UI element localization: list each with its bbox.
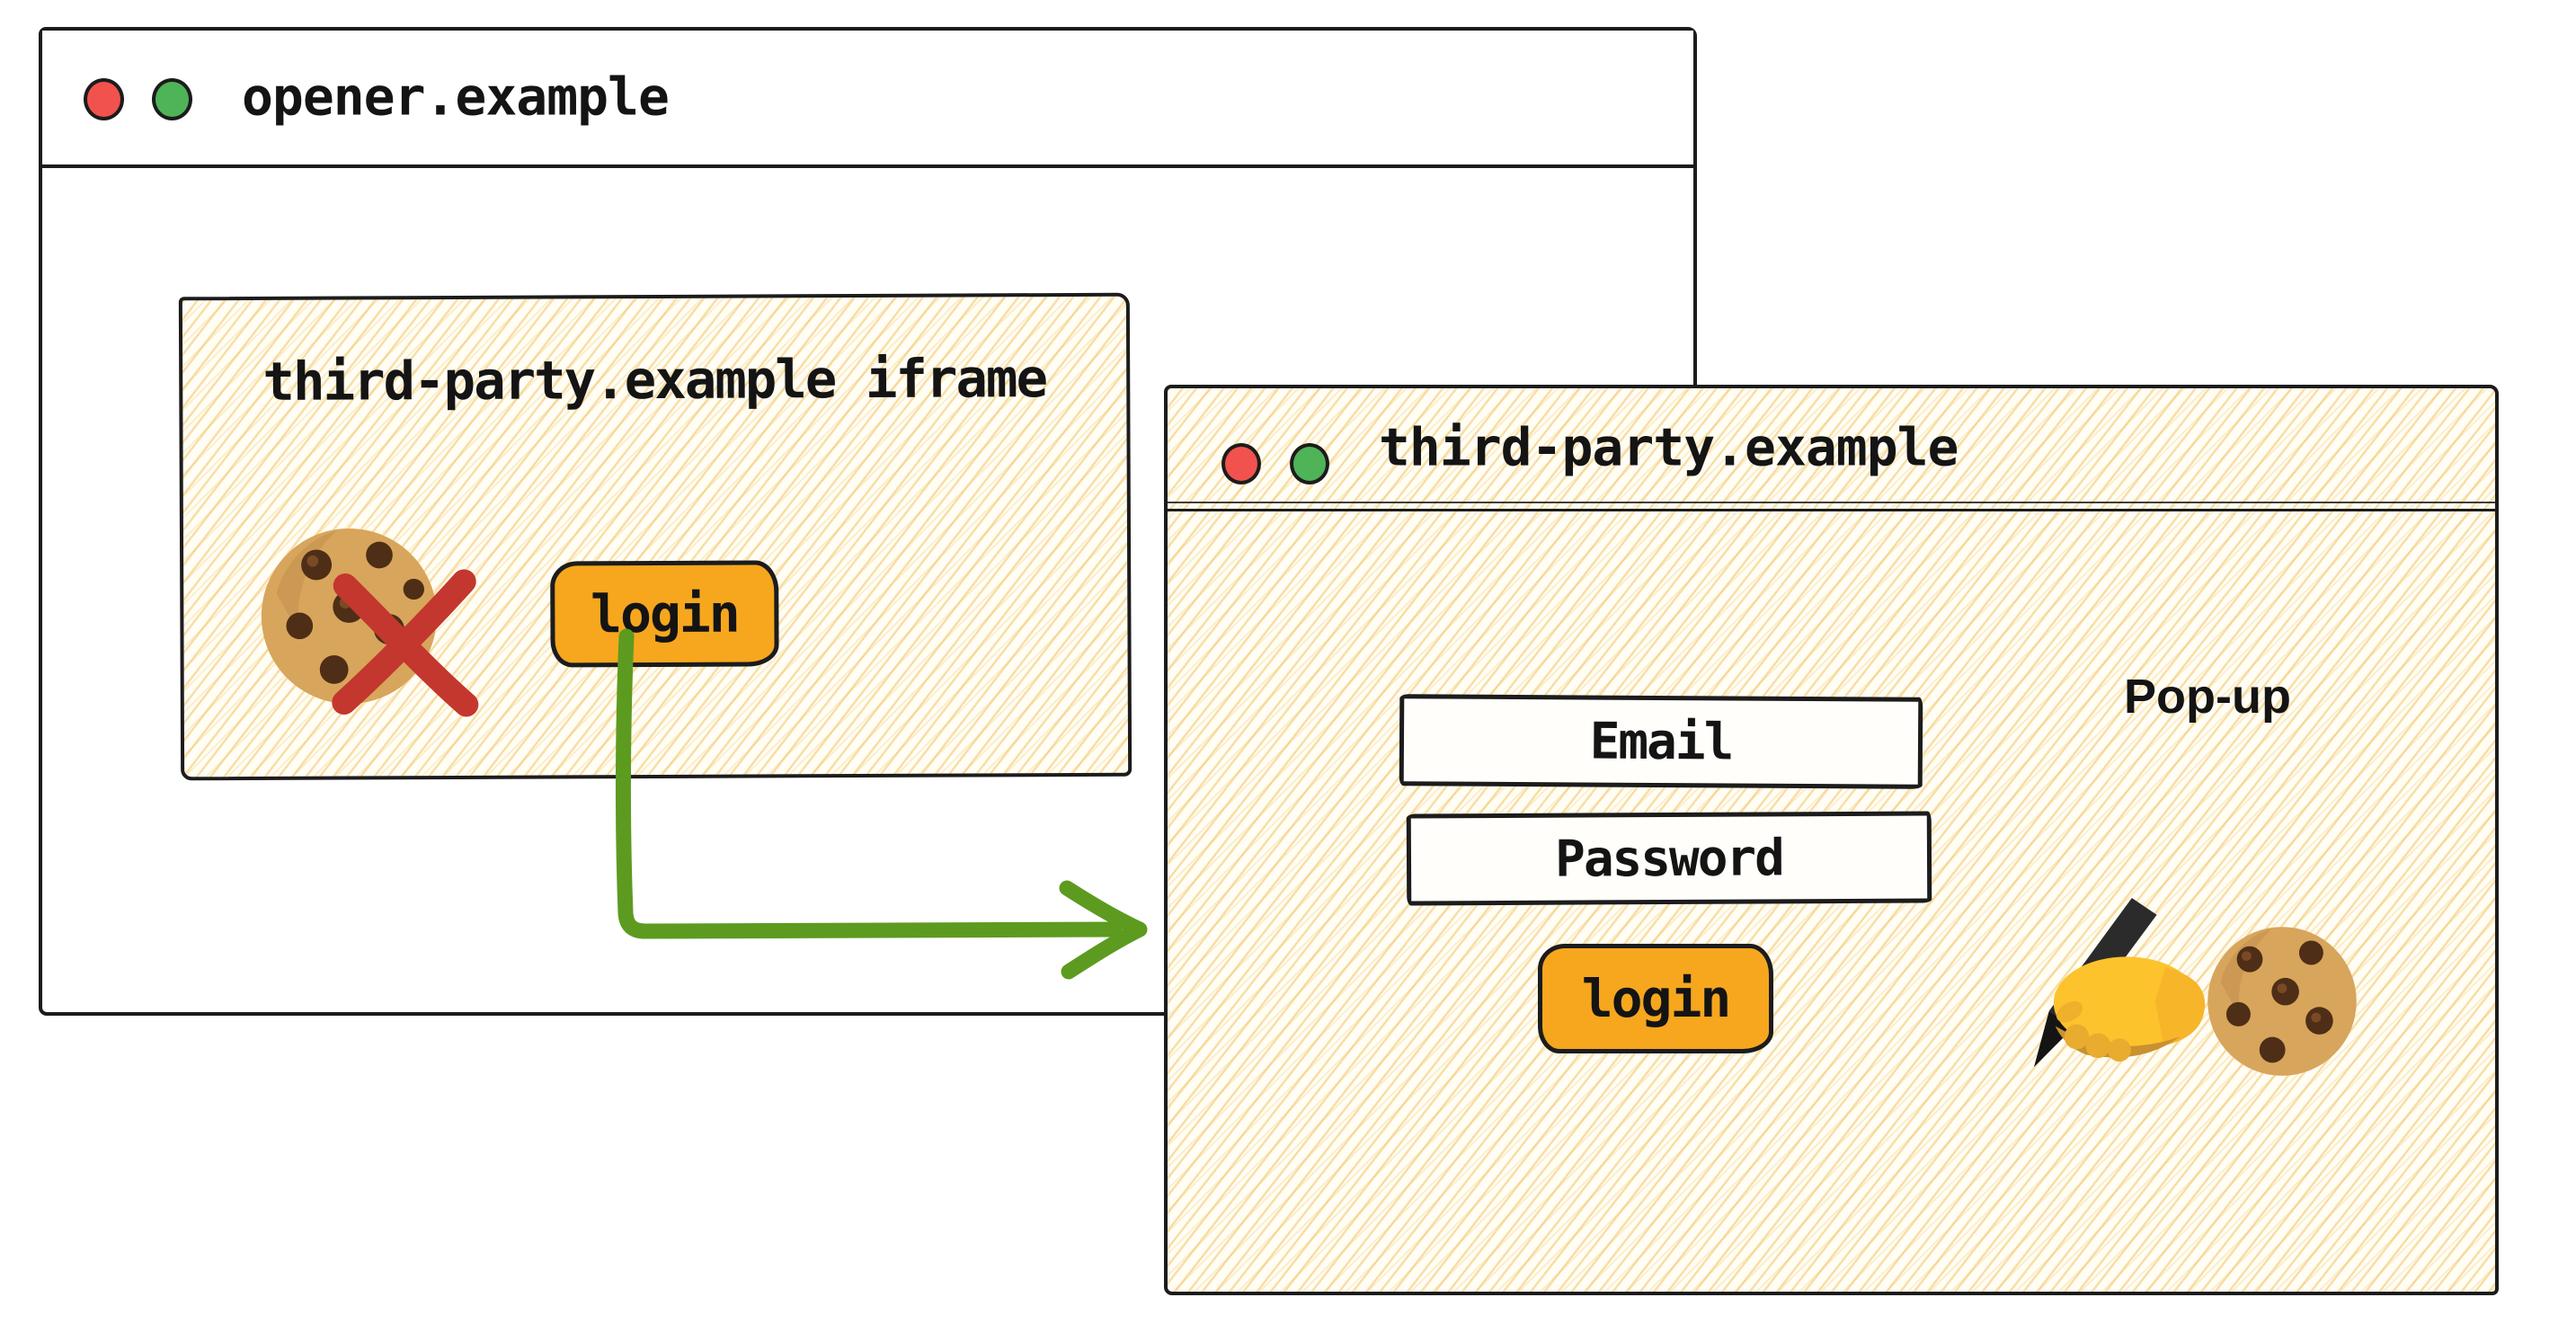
blocked-x-icon: [332, 569, 479, 717]
password-field[interactable]: Password: [1406, 811, 1932, 906]
popup-window: third-party.example Email Password login…: [1164, 385, 2499, 1295]
popup-annotation: Pop-up: [2124, 670, 2291, 724]
popup-login-button[interactable]: login: [1538, 944, 1773, 1053]
popup-window-title: third-party.example: [1379, 416, 1959, 478]
opener-titlebar: opener.example: [42, 31, 1693, 168]
traffic-light-red-icon[interactable]: [1221, 443, 1261, 484]
popup-titlebar: third-party.example: [1168, 388, 2495, 511]
cookie-icon: [2207, 927, 2357, 1076]
email-field[interactable]: Email: [1399, 694, 1923, 789]
writing-hand-icon: [2033, 897, 2206, 1068]
traffic-light-green-icon[interactable]: [152, 78, 192, 120]
third-party-iframe: third-party.example iframe: [178, 292, 1133, 781]
login-to-popup-arrow: [615, 628, 1148, 980]
iframe-label: third-party.example iframe: [262, 347, 1047, 413]
traffic-light-red-icon[interactable]: [84, 78, 124, 120]
opener-window-title: opener.example: [242, 66, 670, 128]
traffic-light-green-icon[interactable]: [1290, 443, 1329, 484]
